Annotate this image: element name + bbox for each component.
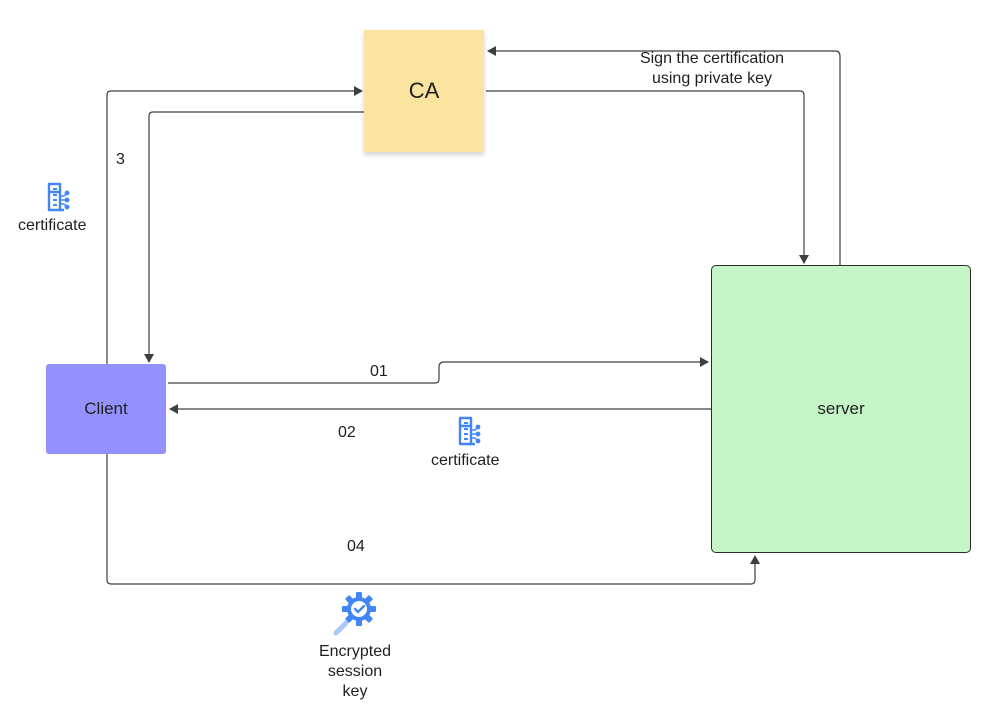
ca-node-label: CA: [408, 78, 440, 103]
edge-ca-to-client-step3: [144, 111, 364, 363]
certificate-icon: [45, 182, 75, 212]
sign-certification-label: Sign the certification using private key: [620, 49, 804, 89]
step-02-label: 02: [338, 424, 356, 441]
session-key-line2: session: [327, 663, 383, 680]
edge-client-to-ca-request: [106, 86, 363, 364]
step-3-label: 3: [116, 151, 125, 168]
session-key-line1: Encrypted: [318, 643, 392, 660]
edge-client-to-server-04: [106, 454, 760, 585]
client-node: Client: [46, 364, 166, 454]
certificate-icon: [456, 416, 486, 446]
edge-client-to-server-01: [168, 357, 709, 384]
step-04-label: 04: [347, 538, 365, 555]
encrypted-session-key-label: Encrypted session key: [305, 642, 405, 702]
certificate-mid-label: certificate: [431, 452, 500, 469]
step-01-label: 01: [370, 363, 388, 380]
session-key-line3: key: [342, 683, 368, 700]
client-node-label: Client: [84, 399, 128, 418]
sign-label-line2: using private key: [651, 70, 773, 87]
server-node-label: server: [817, 399, 865, 418]
edge-server-to-ca-sign: [487, 46, 841, 265]
edge-ca-to-server: [486, 90, 809, 264]
encrypted-key-gear-icon: [332, 589, 380, 637]
server-node: server: [711, 265, 971, 553]
ca-node: CA: [364, 30, 484, 152]
sign-label-line1: Sign the certification: [639, 50, 785, 67]
certificate-left-label: certificate: [18, 217, 87, 234]
